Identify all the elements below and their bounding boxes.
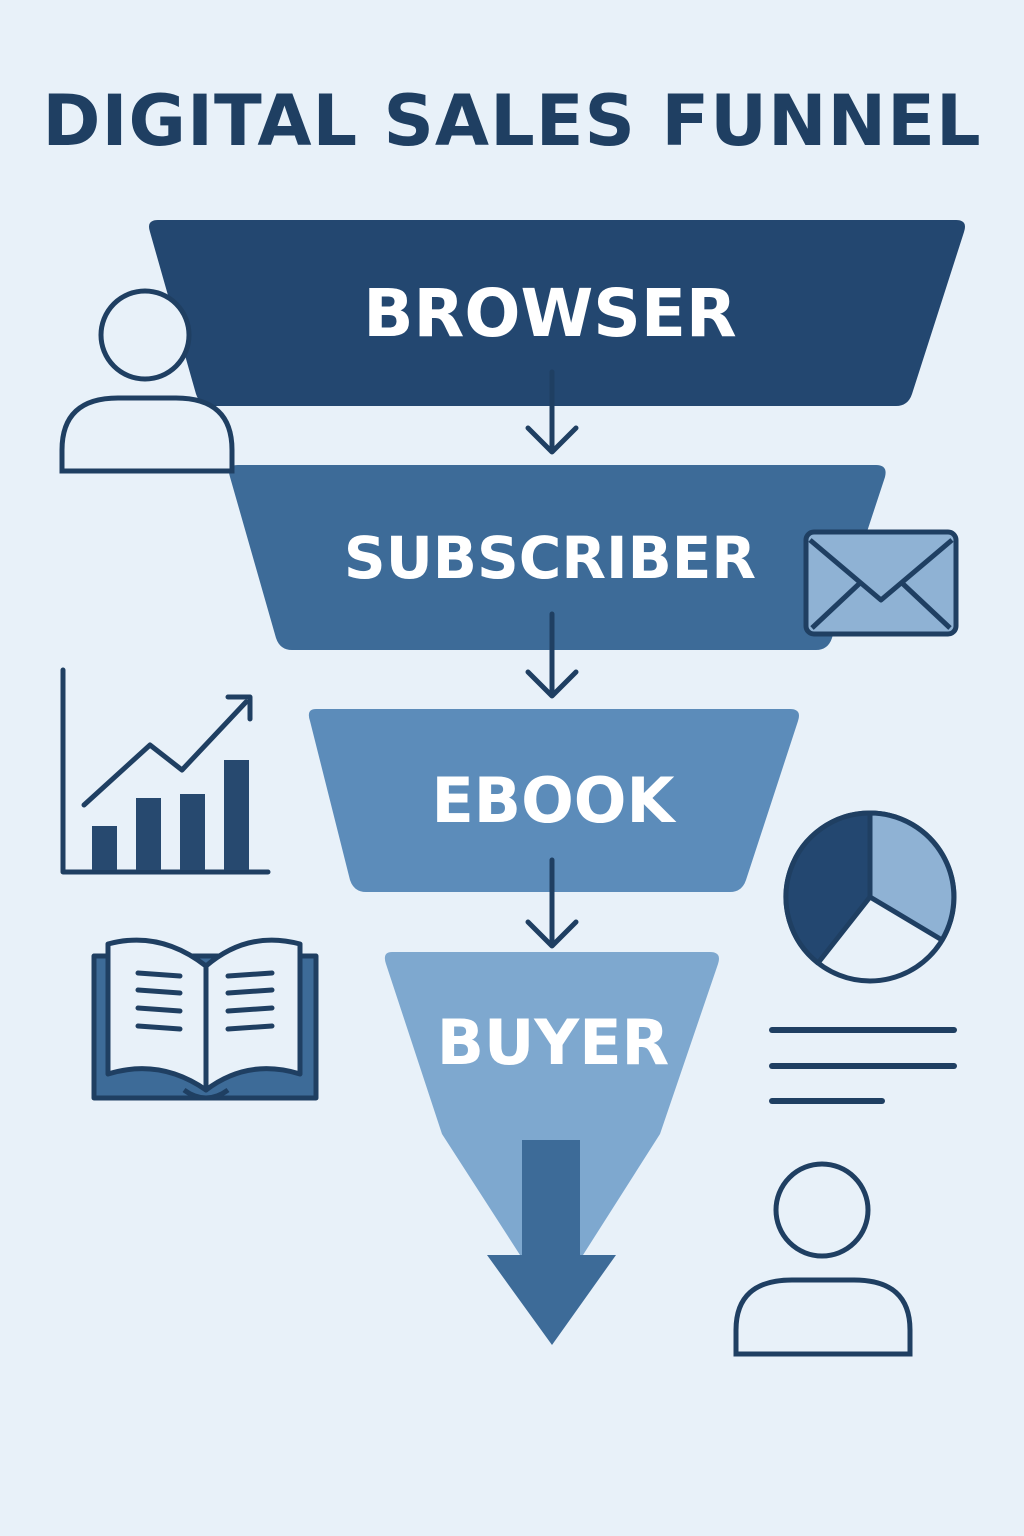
person-icon [733, 1161, 913, 1357]
stage-label-ebook: EBOOK [431, 764, 676, 837]
down-arrow-icon [525, 369, 579, 455]
funnel-stage-buyer: BUYER [384, 952, 719, 1273]
output-arrow-icon [487, 1140, 616, 1345]
envelope-icon [803, 529, 959, 637]
stage-label-buyer: BUYER [437, 1006, 670, 1079]
down-arrow-icon [525, 611, 579, 699]
bar-chart-icon [60, 667, 271, 875]
person-icon [59, 288, 235, 474]
page-title: DIGITAL SALES FUNNEL [42, 80, 982, 162]
funnel-stage-ebook: EBOOK [308, 709, 799, 892]
book-icon [91, 937, 319, 1101]
stage-label-subscriber: SUBSCRIBER [344, 524, 756, 592]
funnel-stage-subscriber: SUBSCRIBER [229, 465, 886, 650]
stage-label-browser: BROWSER [363, 275, 736, 352]
funnel-stage-browser: BROWSER [149, 220, 965, 406]
pie-chart-icon [783, 810, 957, 984]
down-arrow-icon [525, 857, 579, 949]
text-lines-icon [769, 1027, 957, 1104]
